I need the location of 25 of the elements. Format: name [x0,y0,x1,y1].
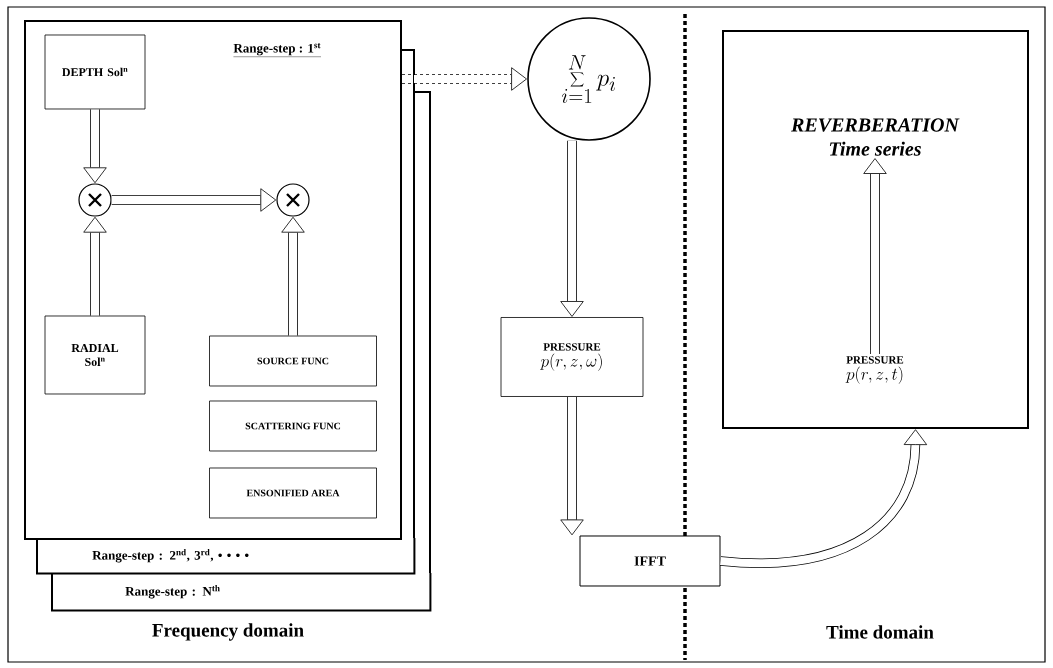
result-box [722,30,1029,429]
solution-box: RADIAL Sol$^{n}$ [44,315,146,395]
range-step-page: Range-step : 2$^{nd}$, 3$^{rd}$, • • • • [36,537,416,575]
function-box: SCATTERING FUNC [209,400,377,452]
ifft-box: IFFT [579,535,721,587]
block-arrow [402,67,527,91]
block-arrow [560,140,584,317]
block-arrow [111,188,277,212]
block-arrow [560,396,584,536]
block-arrow [281,216,305,336]
function-box: ENSONIFIED AREA [209,467,377,519]
pressure-text: PRESSURE $p(r,z,t)$ [845,356,904,384]
block-arrow [83,109,107,184]
solution-box: DEPTH Sol$^{n}$ [44,34,146,110]
block-arrow [863,158,887,354]
heading-text: REVERBERATION Time series [791,118,960,156]
block-arrow [720,429,928,568]
domain-label: Time domain [826,625,934,639]
block-arrow [83,216,107,316]
range-step-page: Range-step : N$^{th}$ [51,572,432,612]
multiply-symbol [276,183,310,217]
domain-label: Frequency domain [152,623,304,641]
multiply-symbol [78,183,112,217]
function-box: SOURCE FUNC [209,335,377,387]
pressure-box: PRESSURE $p(r,z,\omega)$ [500,317,644,397]
